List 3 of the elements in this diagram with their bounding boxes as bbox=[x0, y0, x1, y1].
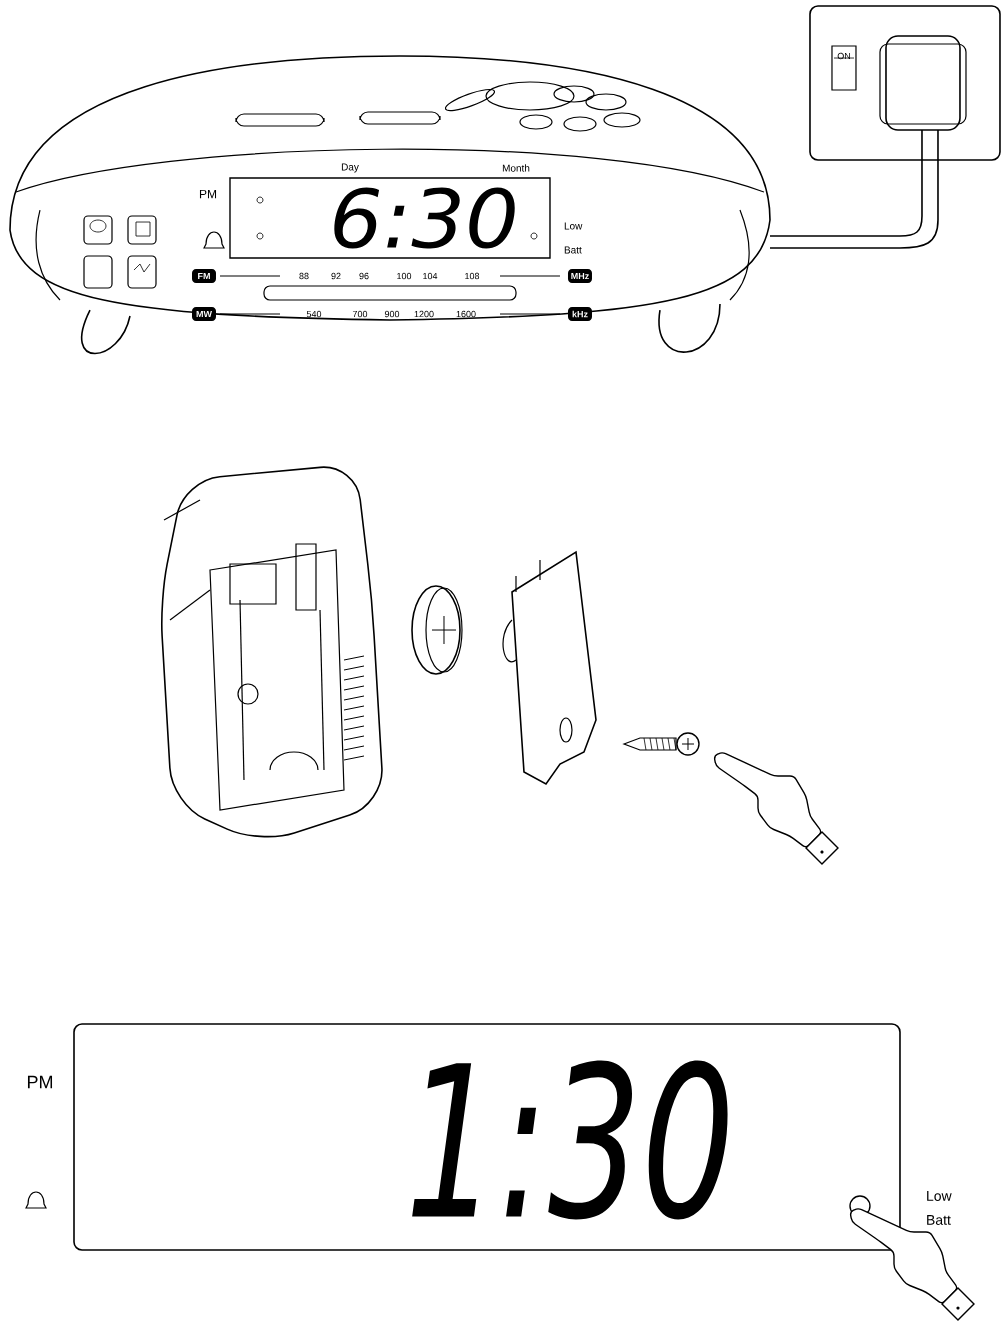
display-label: PM bbox=[27, 1075, 52, 1089]
time-display: 1:30 bbox=[412, 1060, 728, 1220]
time-display: 6:30 bbox=[334, 187, 515, 249]
